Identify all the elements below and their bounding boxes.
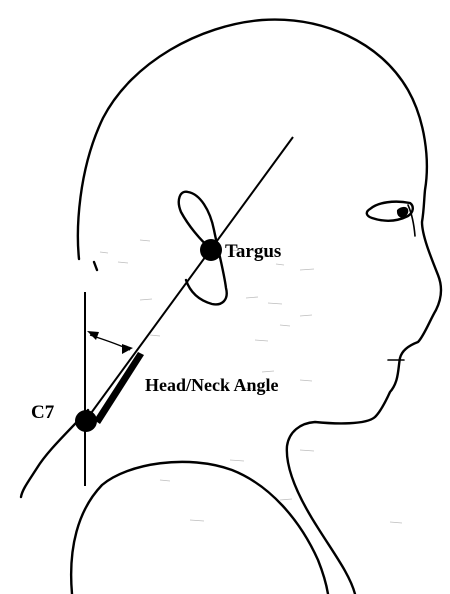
torso-outline bbox=[71, 462, 328, 594]
c7-point bbox=[75, 410, 97, 432]
head-neck-angle-label: Head/Neck Angle bbox=[145, 375, 279, 395]
angle-arrow bbox=[87, 331, 133, 354]
head-outline bbox=[78, 20, 441, 594]
neck-angle-marker bbox=[94, 352, 144, 424]
targus-point bbox=[200, 239, 222, 261]
c7-label: C7 bbox=[31, 402, 55, 423]
targus-label: Targus bbox=[225, 241, 281, 262]
